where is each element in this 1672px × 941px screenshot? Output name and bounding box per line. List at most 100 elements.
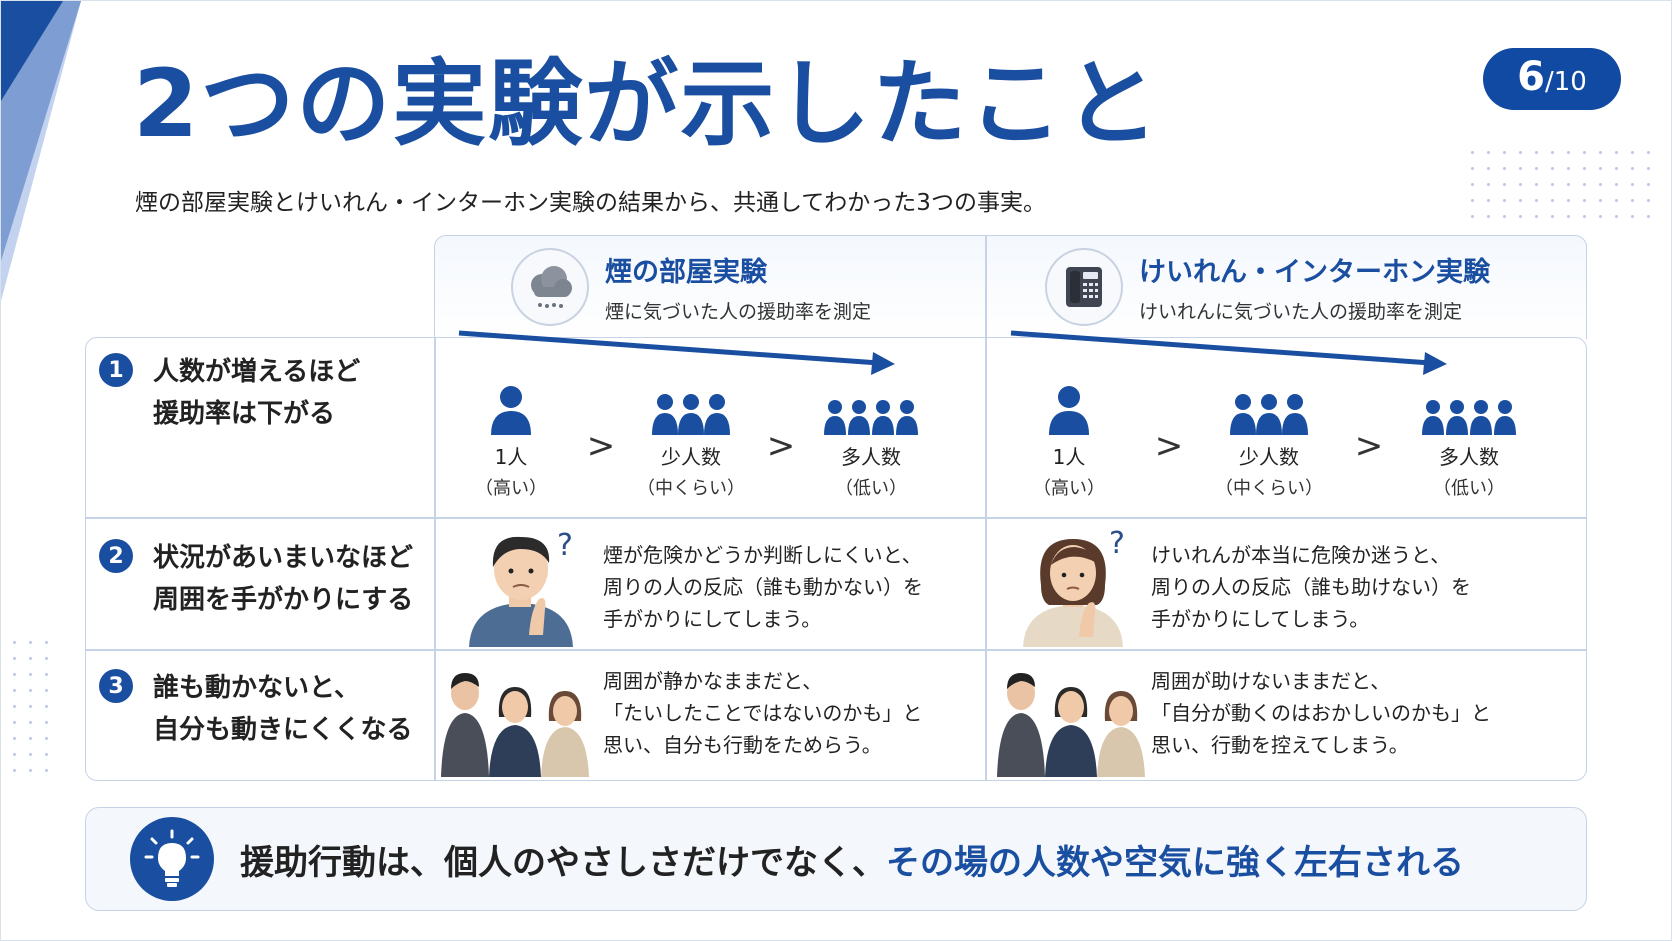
row-number-badge: 1 [99, 353, 133, 387]
decorative-dot [29, 753, 32, 756]
people-group-icon [652, 394, 730, 435]
decorative-dot [1599, 151, 1602, 154]
decorative-dot [1631, 183, 1634, 186]
decorative-dot [1599, 183, 1602, 186]
conclusion-plain: 援助行動は、個人のやさしさだけでなく、 [240, 842, 886, 883]
decorative-dot [29, 705, 32, 708]
decorative-dot [1487, 215, 1490, 218]
description-line: 「自分が動くのはおかしいのかも」と [1151, 701, 1491, 725]
decorative-dot [1487, 183, 1490, 186]
decorative-dot [1535, 183, 1538, 186]
row-label-2: 2 状況があいまいなほど周囲を手がかりにする [99, 537, 413, 621]
column-title: 煙の部屋実験 [605, 257, 767, 288]
decorative-dot [29, 657, 32, 660]
decorative-dot [1519, 151, 1522, 154]
conclusion-box: 援助行動は、個人のやさしさだけでなく、その場の人数や空気に強く左右される [85, 807, 1587, 911]
column-header-intercom: けいれん・インターホン実験 けいれんに気づいた人の援助率を測定 [1045, 235, 1490, 339]
decorative-dot [1519, 199, 1522, 202]
row-label-3: 3 誰も動かないと、自分も動きにくくなる [99, 667, 412, 751]
group-many-people: 多人数 （低い） [811, 399, 931, 500]
description-line: けいれんが本当に危険か迷うと、 [1151, 543, 1451, 567]
description-line: 周りの人の反応（誰も動かない）を [603, 575, 923, 599]
group-sublabel: （中くらい） [1215, 478, 1323, 499]
decorative-dot [1503, 167, 1506, 170]
decorative-dot [1647, 215, 1650, 218]
decorative-dot [1535, 151, 1538, 154]
group-label: 1人 [1052, 445, 1086, 469]
crowd-icon [1422, 400, 1516, 435]
decorative-dot [1535, 199, 1538, 202]
page-subtitle: 煙の部屋実験とけいれん・インターホン実験の結果から、共通してわかった3つの事実。 [135, 190, 1046, 216]
lightbulb-icon [130, 817, 214, 901]
decorative-dot [45, 657, 48, 660]
decorative-dot [45, 769, 48, 772]
divider-vertical [434, 337, 436, 781]
group-sublabel: （低い） [1433, 478, 1505, 499]
greater-than-sign: > [586, 426, 616, 466]
decorative-dot [1471, 199, 1474, 202]
decorative-dot [1631, 151, 1634, 154]
description-line: 周囲が助けないままだと、 [1151, 669, 1391, 693]
group-label: 少人数 [1239, 445, 1299, 469]
bystanders-illustration [441, 673, 589, 777]
corner-decoration [1, 1, 81, 301]
decorative-dot [1567, 199, 1570, 202]
decorative-dot [1583, 215, 1586, 218]
thinking-woman-illustration: ? [1023, 526, 1125, 647]
row-label-1: 1 人数が増えるほど援助率は下がる [99, 351, 360, 435]
intercom-phone-icon [1045, 248, 1123, 326]
decorative-dot [1567, 167, 1570, 170]
people-group-icon [1230, 394, 1308, 435]
conclusion-text: 援助行動は、個人のやさしさだけでなく、その場の人数や空気に強く左右される [240, 835, 1464, 884]
decorative-dot [1471, 183, 1474, 186]
page-total: /10 [1545, 67, 1587, 97]
row-text-line: 人数が増えるほど [153, 357, 361, 387]
svg-text:?: ? [1109, 526, 1125, 561]
decorative-dot [1519, 215, 1522, 218]
description-line: 思い、行動を控えてしまう。 [1151, 733, 1409, 757]
decorative-dot [1535, 215, 1538, 218]
decorative-dot [1615, 151, 1618, 154]
decorative-dot [45, 753, 48, 756]
column-title: けいれん・インターホン実験 [1139, 257, 1490, 288]
decorative-dot [1551, 151, 1554, 154]
description-line: 「たいしたことではないのかも」と [603, 701, 923, 725]
decorative-dot [1503, 183, 1506, 186]
decorative-dot [1647, 151, 1650, 154]
decorative-dot [1503, 199, 1506, 202]
description-line: 思い、自分も行動をためらう。 [603, 733, 882, 757]
decorative-dot [1551, 199, 1554, 202]
decorative-dot [45, 673, 48, 676]
decorative-dot [1631, 199, 1634, 202]
decorative-dot [1487, 199, 1490, 202]
description-smoke-row2: 煙が危険かどうか判断しにくいと、 周りの人の反応（誰も動かない）を 手がかりにし… [603, 539, 923, 635]
decorative-dot [29, 721, 32, 724]
greater-than-sign: > [766, 426, 796, 466]
decorative-dot [45, 689, 48, 692]
decorative-dot [13, 737, 16, 740]
group-few-people: 少人数 （中くらい） [1209, 393, 1329, 500]
group-few-people: 少人数 （中くらい） [631, 393, 751, 500]
decorative-dot [13, 673, 16, 676]
decorative-dot [1503, 215, 1506, 218]
row-text-line: 誰も動かないと、 [153, 673, 360, 703]
bystanders-illustration [997, 673, 1145, 777]
group-sublabel: （低い） [835, 478, 907, 499]
dot-pattern-left [13, 641, 63, 791]
svg-text:?: ? [557, 528, 573, 563]
comparison-table: 煙の部屋実験 煙に気づいた人の援助率を測定 けいれん・インターホン実 [85, 235, 1587, 781]
decorative-dot [13, 657, 16, 660]
dot-pattern-right [1471, 151, 1671, 231]
trend-intercom: 1人 （高い） > 少人数 （中くらい） > 多人数 （低い） [1009, 385, 1529, 500]
page-current: 6 [1517, 54, 1545, 100]
decorative-dot [1487, 167, 1490, 170]
decorative-dot [1615, 215, 1618, 218]
decorative-dot [1631, 215, 1634, 218]
group-label: 多人数 [841, 445, 901, 469]
decorative-dot [1631, 167, 1634, 170]
row-text-line: 自分も動きにくくなる [153, 715, 413, 745]
decorative-dot [1551, 167, 1554, 170]
decorative-dot [29, 673, 32, 676]
decorative-dot [45, 641, 48, 644]
